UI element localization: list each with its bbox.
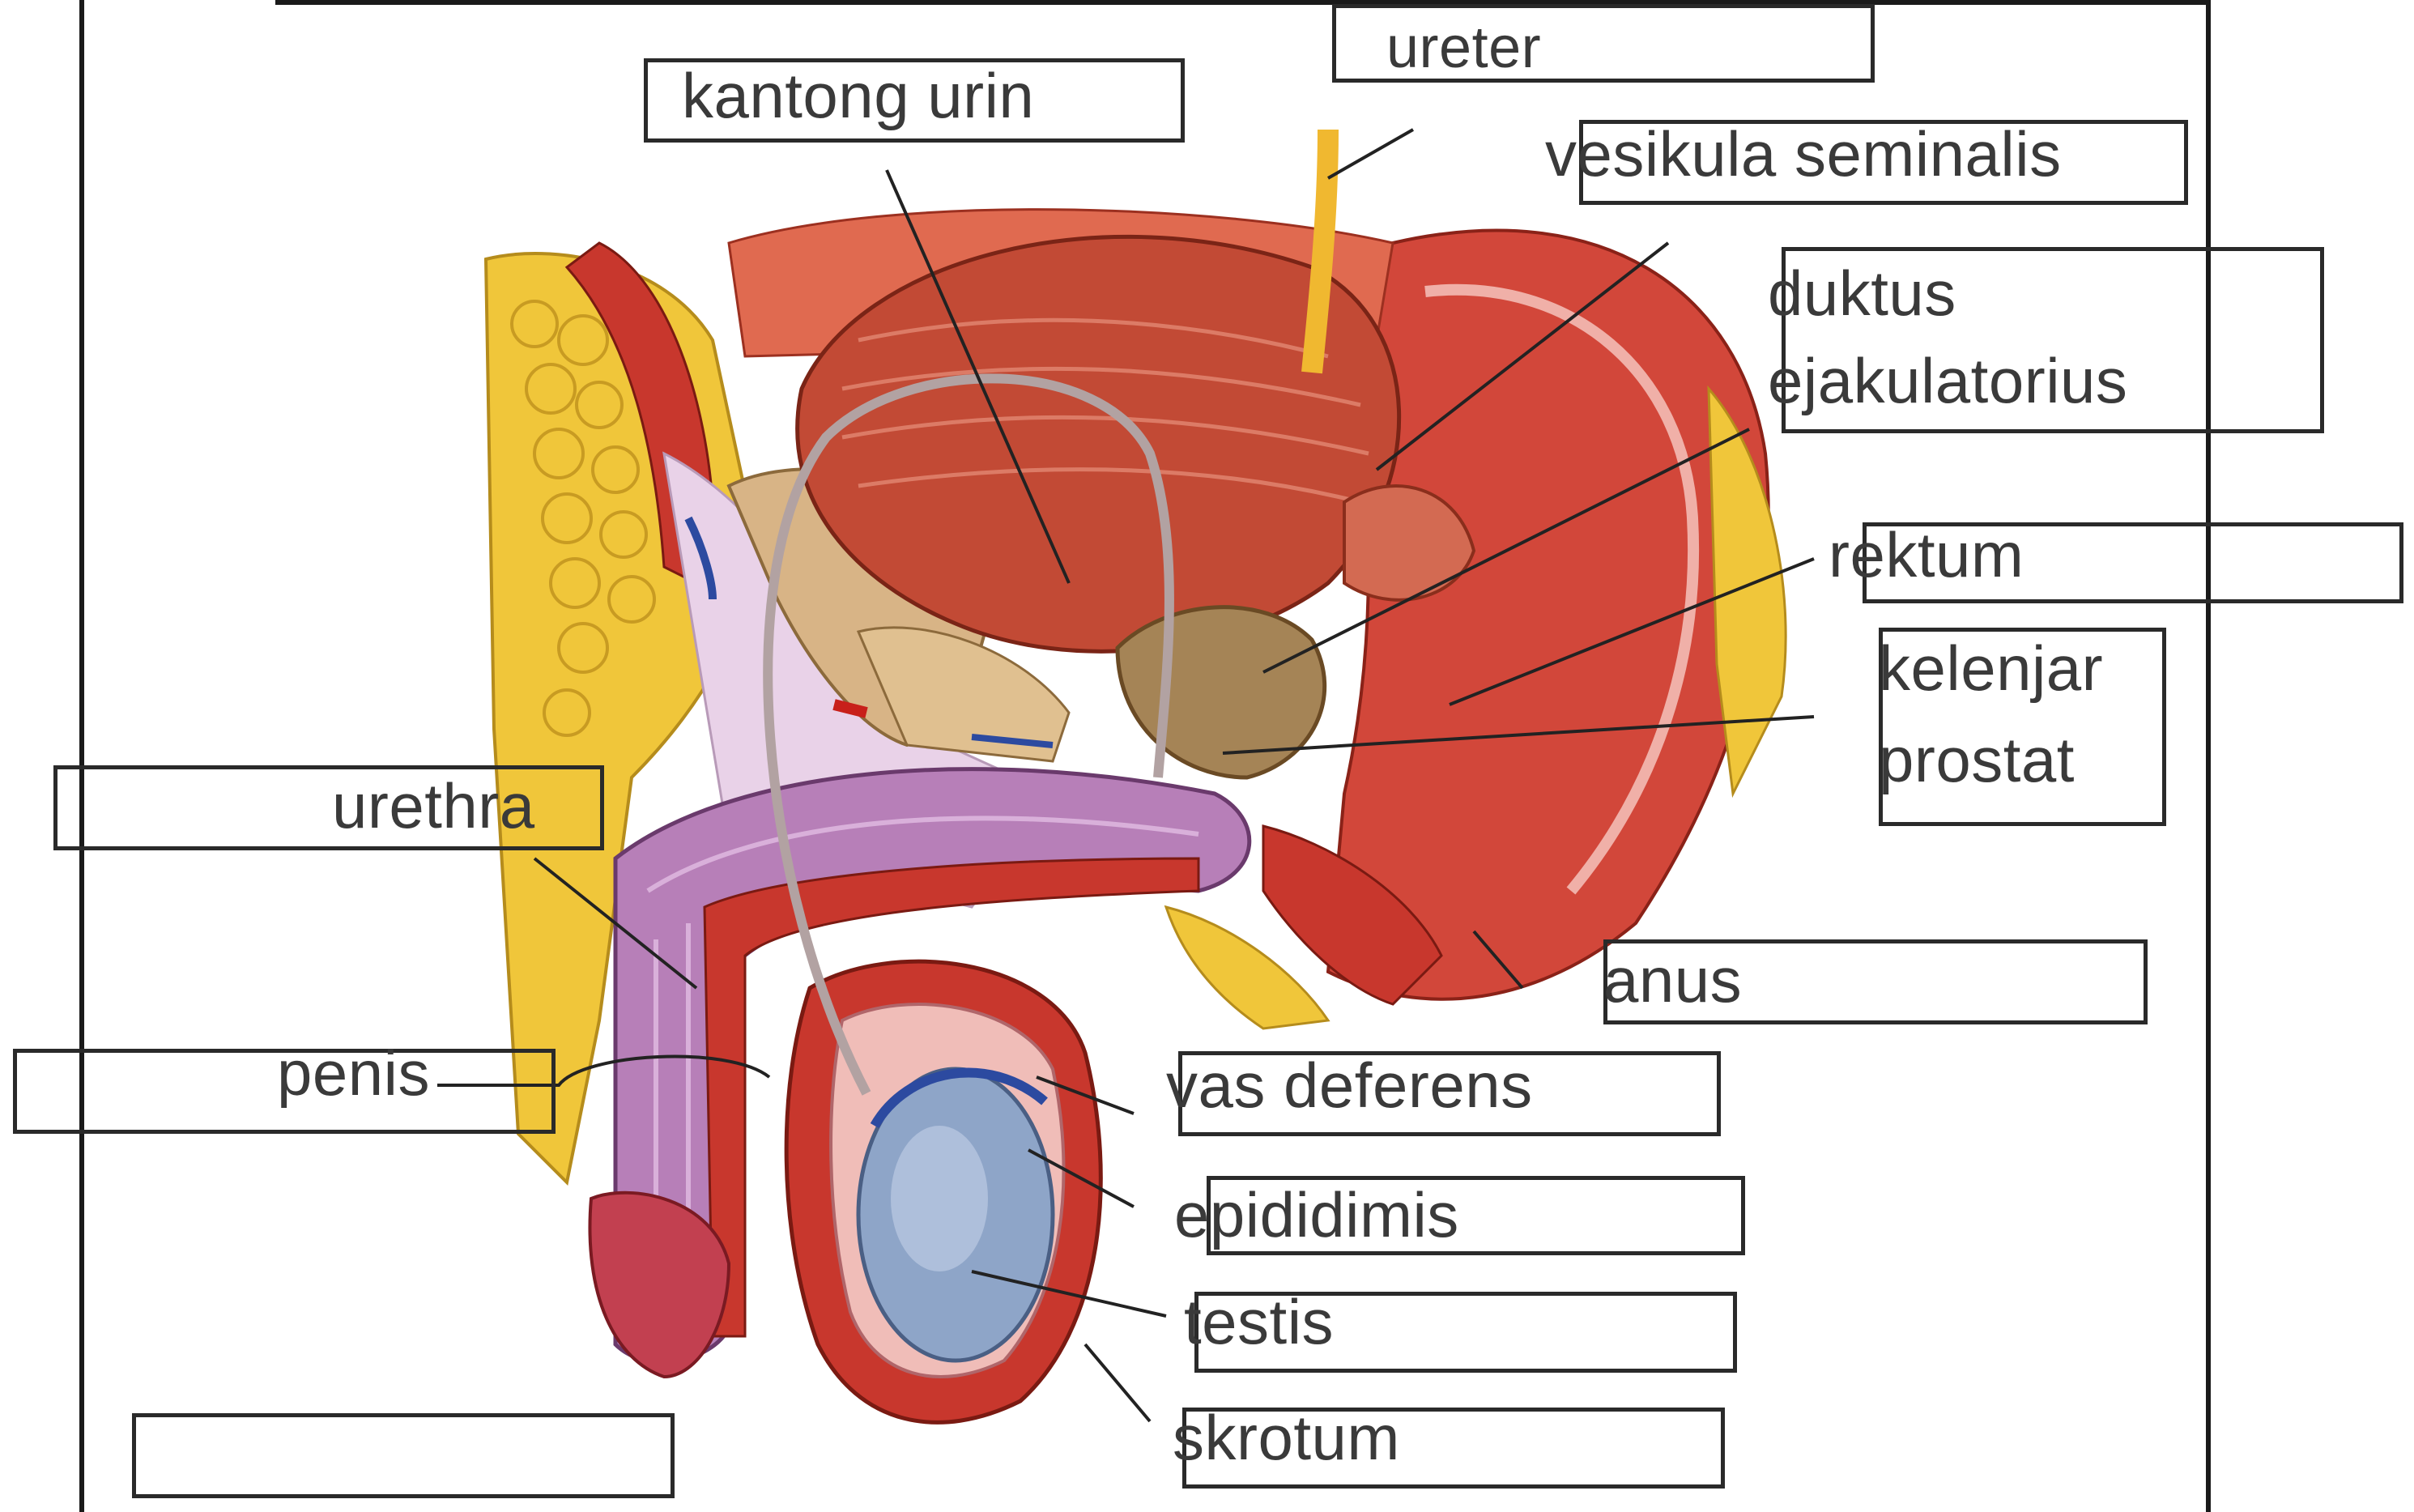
label-duktus-line2: ejakulatorius xyxy=(1768,348,2127,415)
label-kelenjar-line1: kelenjar xyxy=(1879,636,2103,702)
label-rektum: rektum xyxy=(1829,522,2024,589)
label-vesikula-seminalis: vesikula seminalis xyxy=(1545,121,2062,188)
label-kantong-urin: kantong urin xyxy=(682,63,1034,130)
testis-highlight xyxy=(891,1126,988,1271)
rectum-tissue xyxy=(1328,231,1769,999)
prostate xyxy=(1118,607,1325,777)
label-box-blank[interactable] xyxy=(132,1413,675,1498)
leader-ureter xyxy=(1328,130,1413,178)
leader-skrotum xyxy=(1085,1344,1150,1421)
label-anus: anus xyxy=(1603,948,1742,1014)
label-testis: testis xyxy=(1184,1289,1334,1356)
label-duktus-line1: duktus xyxy=(1768,261,1956,327)
label-urethra: urethra xyxy=(332,773,535,840)
label-epididimis: epididimis xyxy=(1174,1182,1459,1249)
label-vas-deferens: vas deferens xyxy=(1166,1053,1533,1119)
vessel-mark-red xyxy=(834,705,866,713)
label-ureter: ureter xyxy=(1386,18,1541,79)
ureter-tube xyxy=(1312,130,1328,373)
label-kelenjar-line2: prostat xyxy=(1879,727,2075,794)
label-penis: penis xyxy=(277,1041,430,1107)
label-skrotum: skrotum xyxy=(1173,1405,1400,1472)
